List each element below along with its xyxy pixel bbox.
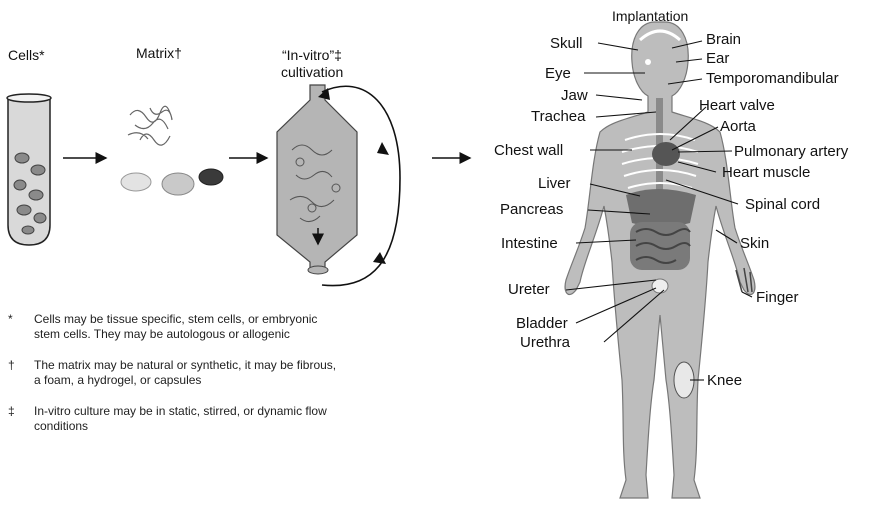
organ-label-spinal-cord: Spinal cord	[745, 196, 820, 213]
stage-label-cultivation-line1: “In-vitro”‡	[282, 47, 342, 63]
organ-label-finger: Finger	[756, 289, 799, 306]
organ-label-pulmonary-artery: Pulmonary artery	[734, 143, 848, 160]
footnote-text: In-vitro culture may be in static, stirr…	[34, 404, 344, 434]
organ-label-chest-wall: Chest wall	[494, 142, 563, 159]
organ-label-bladder: Bladder	[516, 315, 568, 332]
organ-label-brain: Brain	[706, 31, 741, 48]
test-tube-icon	[7, 94, 51, 245]
footnote-symbol: *	[8, 312, 13, 327]
footnote-symbol: †	[8, 358, 15, 373]
organ-label-skin: Skin	[740, 235, 769, 252]
organ-label-urethra: Urethra	[520, 334, 570, 351]
stage-label-cultivation-line2: cultivation	[281, 64, 343, 80]
human-body-icon	[565, 22, 755, 498]
organ-label-skull: Skull	[550, 35, 583, 52]
matrix-scaffold-icon	[121, 106, 223, 195]
footnote-text: The matrix may be natural or synthetic, …	[34, 358, 344, 388]
organ-label-ear: Ear	[706, 50, 729, 67]
organ-label-eye: Eye	[545, 65, 571, 82]
organ-label-jaw: Jaw	[561, 87, 588, 104]
organ-label-knee: Knee	[707, 372, 742, 389]
stage-label-cells: Cells*	[8, 47, 45, 63]
footnote-cells: * Cells may be tissue specific, stem cel…	[8, 312, 348, 344]
footnote-cultivation: ‡ In-vitro culture may be in static, sti…	[8, 404, 348, 436]
organ-label-intestine: Intestine	[501, 235, 558, 252]
organ-label-aorta: Aorta	[720, 118, 756, 135]
footnote-matrix: † The matrix may be natural or synthetic…	[8, 358, 348, 390]
organ-label-temporomandibular: Temporomandibular	[706, 70, 839, 87]
organ-label-trachea: Trachea	[531, 108, 585, 125]
stage-label-matrix: Matrix†	[136, 45, 182, 61]
organ-label-liver: Liver	[538, 175, 571, 192]
footnote-text: Cells may be tissue specific, stem cells…	[34, 312, 344, 342]
stage-label-implantation: Implantation	[612, 8, 688, 24]
footnote-symbol: ‡	[8, 404, 15, 419]
organ-label-heart-valve: Heart valve	[699, 97, 775, 114]
organ-label-heart-muscle: Heart muscle	[722, 164, 810, 181]
organ-label-ureter: Ureter	[508, 281, 550, 298]
bioreactor-icon	[277, 85, 357, 274]
organ-label-pancreas: Pancreas	[500, 201, 563, 218]
